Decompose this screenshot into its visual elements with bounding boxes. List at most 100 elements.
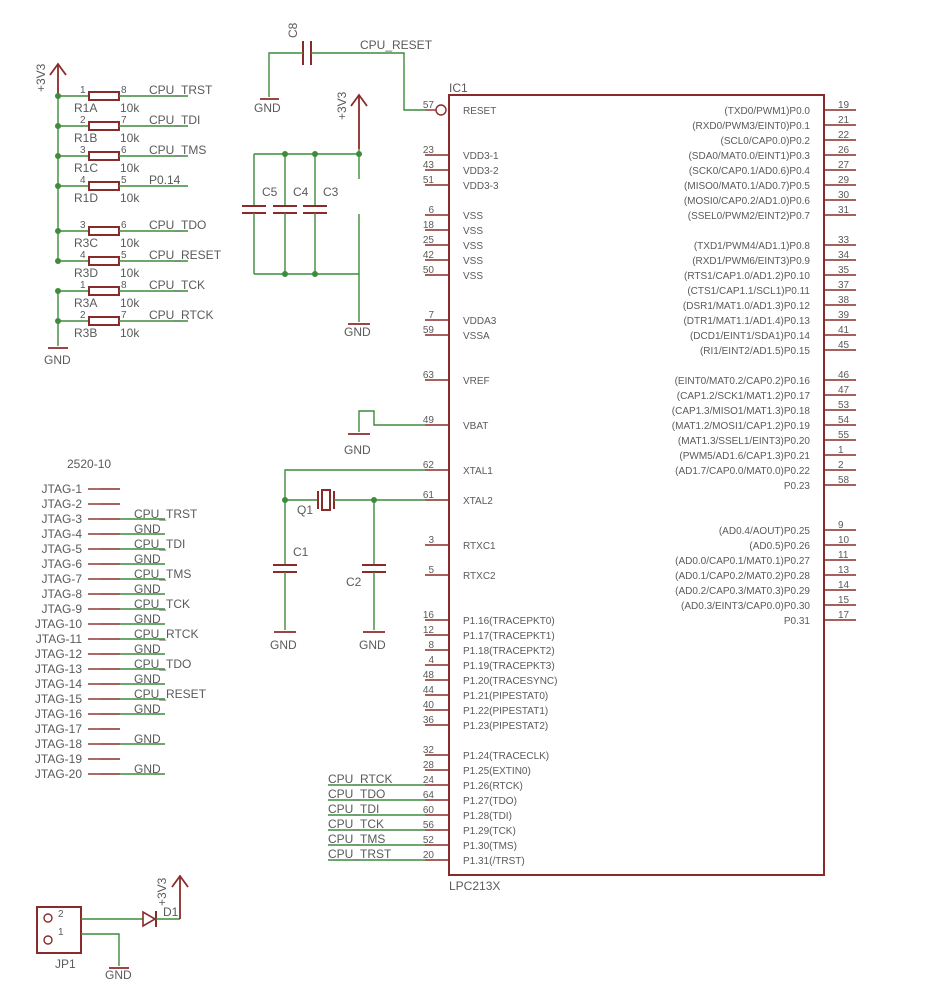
pin-number: 20	[423, 850, 435, 861]
pin-name: (AD1.7/CAP0.0/MAT0.0)P0.22	[675, 466, 810, 477]
pin-name: VSS	[463, 256, 483, 267]
pin-name: (SDA0/MAT0.0/EINT1)P0.3	[688, 151, 810, 162]
jtag-net-label: CPU_TMS	[134, 567, 191, 581]
ic1-pin-14: 14(AD0.2/CAP0.3/MAT0.3)P0.29	[675, 580, 856, 597]
resistor-value: 10k	[120, 266, 140, 280]
jtag-connector-title: 2520-10	[67, 457, 111, 471]
ic1-pin-33: 33(TXD1/PWM4/AD1.1)P0.8	[694, 235, 856, 252]
ic1-pin-26: 26(SDA0/MAT0.0/EINT1)P0.3	[688, 145, 856, 162]
resistor-net: CPU_TDO	[149, 218, 206, 232]
pin-number: 49	[423, 415, 435, 426]
pin-name: P1.30(TMS)	[463, 841, 517, 852]
pin-name: VDDA3	[463, 316, 497, 327]
gnd-label: GND	[105, 968, 132, 982]
jtag-pin-name: JTAG-7	[42, 572, 83, 586]
gnd-symbol-jp1: GND	[105, 967, 132, 982]
pin-number: 27	[838, 160, 850, 171]
pin-number: 39	[838, 310, 850, 321]
jtag-net-label: GND	[134, 702, 161, 716]
pin-number: 36	[423, 715, 435, 726]
pin-number: 10	[838, 535, 850, 546]
ic1-pin-19: 19(TXD0/PWM1)P0.0	[724, 100, 856, 117]
capacitor-c5: C5	[242, 154, 278, 274]
jtag-net-label: GND	[134, 672, 161, 686]
pin-number: 44	[423, 685, 435, 696]
ic1-pin-41: 41(DCD1/EINT1/SDA1)P0.14	[690, 325, 856, 342]
supply-3v3-ic: +3V3	[335, 91, 368, 149]
gnd-symbol-c1: GND	[270, 631, 297, 652]
ic1-pin-53: 53(CAP1.3/MISO1/MAT1.3)P0.18	[672, 400, 856, 417]
resistor-ref: R1B	[74, 131, 97, 145]
connector-jp1: 2 1 JP1	[36, 906, 82, 971]
pin-number: 56	[423, 820, 435, 831]
c3-label: C3	[323, 185, 339, 199]
ic1-pin-21: 21(RXD0/PWM3/EINT0)P0.1	[692, 115, 856, 132]
c4-label: C4	[293, 185, 309, 199]
resistor-pin1: 3	[80, 145, 86, 156]
pin-name: (DCD1/EINT1/SDA1)P0.14	[690, 331, 810, 342]
pin-number: 45	[838, 340, 850, 351]
pin-name: P1.24(TRACECLK)	[463, 751, 549, 762]
pin-name: (DSR1/MAT1.0/AD1.3)P0.12	[683, 301, 811, 312]
pin-name: VREF	[463, 376, 490, 387]
jtag-net-label: GND	[134, 582, 161, 596]
ic1-pin-30: 30(MOSI0/CAP0.2/AD1.0)P0.6	[684, 190, 856, 207]
pin-name: RTXC1	[463, 541, 496, 552]
pin-name: P1.25(EXTIN0)	[463, 766, 531, 777]
jtag-net-label: GND	[134, 762, 161, 776]
capacitor-c8: C8 CPU_RESET	[268, 22, 433, 111]
pin-name: XTAL2	[463, 496, 493, 507]
ic1-pin-27: 27(SCK0/CAP0.1/AD0.6)P0.4	[689, 160, 856, 177]
pin-name: (EINT0/MAT0.2/CAP0.2)P0.16	[675, 376, 811, 387]
ic1-ref-label: IC1	[449, 81, 468, 95]
pin-number: 18	[423, 220, 435, 231]
pin-number: 35	[838, 265, 850, 276]
pin-name: VDD3-2	[463, 166, 499, 177]
resistor-pin2: 5	[121, 250, 127, 261]
resistor-pin2: 7	[121, 310, 127, 321]
pin-number: 30	[838, 190, 850, 201]
cpu-reset-net-label: CPU_RESET	[360, 38, 433, 52]
jtag-pin-name: JTAG-11	[36, 632, 83, 646]
pin-name: (AD0.1/CAP0.2/MAT0.2)P0.28	[675, 571, 810, 582]
pin-number: 34	[838, 250, 850, 261]
pin-name: (AD0.2/CAP0.3/MAT0.3)P0.29	[675, 586, 810, 597]
ic1-pin-22: 22(SCL0/CAP0.0)P0.2	[721, 130, 856, 147]
ic1-pin-31: 31(SSEL0/PWM2/EINT2)P0.7	[688, 205, 856, 222]
c2-label: C2	[346, 575, 362, 589]
pin-name: (PWM5/AD1.6/CAP1.3)P0.21	[679, 451, 810, 462]
pin-name: VSSA	[463, 331, 490, 342]
pin-name: P1.22(PIPESTAT1)	[463, 706, 548, 717]
pin-number: 43	[423, 160, 435, 171]
resistor-value: 10k	[120, 101, 140, 115]
gnd-label: GND	[44, 353, 71, 367]
resistor-ref: R1C	[74, 161, 98, 175]
capacitor-c1: C1	[273, 545, 309, 630]
jtag-pin-name: JTAG-16	[35, 707, 82, 721]
pin-number: 28	[423, 760, 435, 771]
pin-number: 3	[428, 535, 434, 546]
resistor-pin2: 5	[121, 175, 127, 186]
resistor-pin1: 3	[80, 220, 86, 231]
pin-number: 57	[423, 100, 435, 111]
ic1-left-pins: 57RESET23VDD3-143VDD3-251VDD3-36VSS18VSS…	[423, 100, 558, 867]
ic1-part-label: LPC213X	[449, 879, 500, 893]
pin-name: P1.26(RTCK)	[463, 781, 523, 792]
